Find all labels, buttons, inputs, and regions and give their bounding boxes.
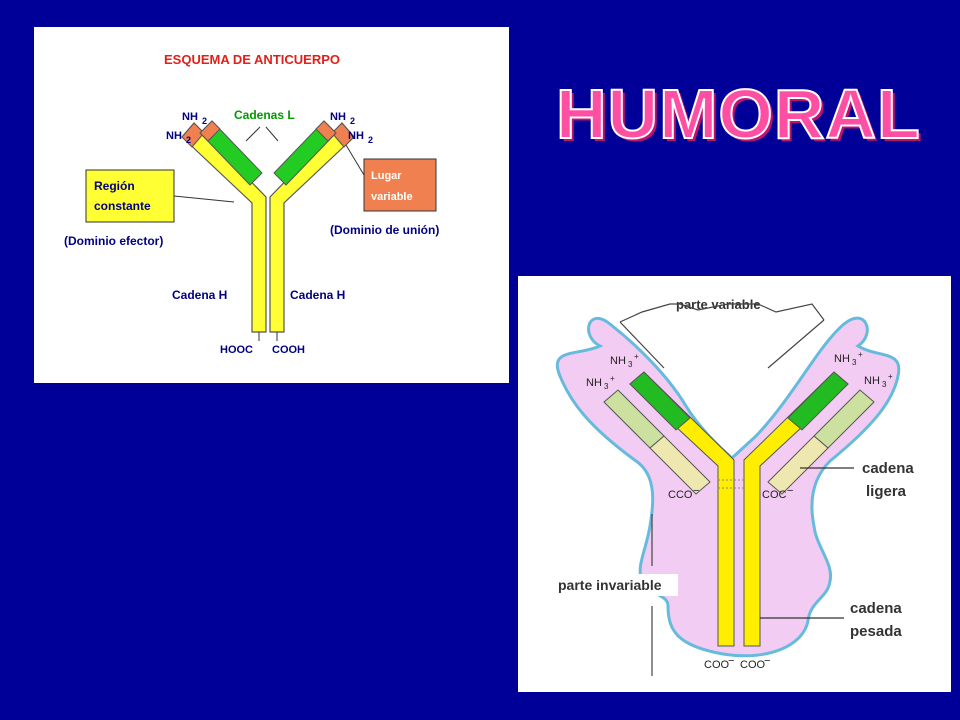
minus-sign: − — [728, 655, 734, 667]
nh3-label: NH — [610, 355, 626, 367]
variable-part-bracket-left — [619, 321, 665, 369]
nh3-sub: 3 — [882, 380, 887, 389]
variable-part-bracket-right — [767, 319, 825, 369]
nh3-sub: 3 — [852, 358, 857, 367]
schema-heading: ESQUEMA DE ANTICUERPO — [164, 52, 340, 67]
invariable-part-label: parte invariable — [558, 577, 662, 593]
invariable-part-label-bg — [554, 574, 678, 596]
nh2-sub: 2 — [186, 135, 191, 145]
light-constant-right — [767, 435, 829, 495]
constant-region-box — [85, 169, 175, 223]
constant-region-label-1: Región — [94, 179, 135, 193]
light-chains-pointer — [245, 126, 261, 142]
binding-domain-label: (Dominio de unión) — [330, 223, 439, 237]
heavy-variable-right — [787, 371, 849, 431]
heavy-chain-label-1: cadena — [850, 600, 902, 617]
nh2-label: NH — [166, 130, 182, 142]
variable-part-bracket — [619, 303, 825, 323]
nh3-label: NH — [864, 375, 880, 387]
effector-domain-label: (Dominio efector) — [64, 234, 163, 248]
light-variable-right — [315, 120, 337, 142]
heavy-chains — [181, 122, 355, 333]
nh3-label: NH — [834, 353, 850, 365]
minus-sign: − — [693, 485, 699, 497]
nh3-sub: 3 — [604, 382, 609, 391]
light-chain-label-1: cadena — [862, 460, 914, 477]
light-chain-label-2: ligera — [866, 483, 907, 500]
light-chain-label-bg — [850, 454, 934, 504]
nh3-sup: + — [888, 372, 893, 381]
light-constant-left — [649, 435, 711, 495]
heavy-chain-label-bg — [840, 594, 930, 644]
nh2-label: NH — [348, 130, 364, 142]
cooh-label: COOH — [272, 344, 305, 356]
antibody-schema-panel: ESQUEMA DE ANTICUERPO NH 2 NH 2 NH 2 NH … — [34, 27, 509, 383]
variable-part-label: parte variable — [676, 297, 761, 312]
nh2-label: NH — [182, 111, 198, 123]
hooc-label: HOOC — [220, 344, 253, 356]
antibody-schema-diagram: ESQUEMA DE ANTICUERPO NH 2 NH 2 NH 2 NH … — [64, 52, 439, 356]
nh3-label: NH — [586, 377, 602, 389]
light-chains-label: Cadenas L — [234, 108, 295, 122]
nh2-sub: 2 — [350, 116, 355, 126]
coc-label: COC — [762, 489, 787, 501]
nh2-sub: 2 — [368, 135, 373, 145]
constant-region-pointer — [173, 195, 235, 203]
cco-label: CCO — [668, 489, 693, 501]
constant-region-label-2: constante — [94, 199, 151, 213]
nh3-sup: + — [610, 374, 615, 383]
light-variable-left — [199, 120, 221, 142]
light-chains — [199, 120, 337, 186]
slide-title: HUMORAL — [555, 74, 921, 154]
heavy-chain-right-label: Cadena H — [290, 288, 345, 302]
nh3-sub: 3 — [628, 360, 633, 369]
nh2-sub: 2 — [202, 116, 207, 126]
minus-sign: − — [787, 485, 793, 497]
heavy-chain-label-2: pesada — [850, 623, 902, 640]
variable-site-label-1: Lugar — [371, 170, 402, 182]
variable-site-box — [363, 158, 437, 212]
variable-site-label-2: variable — [371, 191, 413, 203]
nh2-label: NH — [330, 111, 346, 123]
nh3-sup: + — [634, 352, 639, 361]
heavy-variable-left — [629, 371, 691, 431]
light-chains-pointer — [265, 126, 279, 142]
coo-label-left: COO — [704, 659, 730, 671]
nh3-sup: + — [858, 350, 863, 359]
minus-sign: − — [764, 655, 770, 667]
heavy-chain-left-label: Cadena H — [172, 288, 227, 302]
light-chains — [603, 389, 875, 495]
antibody-parts-panel: parte variable NH 3 + NH 3 + NH 3 + N — [518, 276, 951, 692]
heavy-chains — [629, 371, 849, 647]
coo-label-right: COO — [740, 659, 766, 671]
antibody-parts-diagram: parte variable NH 3 + NH 3 + NH 3 + N — [554, 294, 934, 676]
variable-site-pointer — [345, 144, 365, 176]
